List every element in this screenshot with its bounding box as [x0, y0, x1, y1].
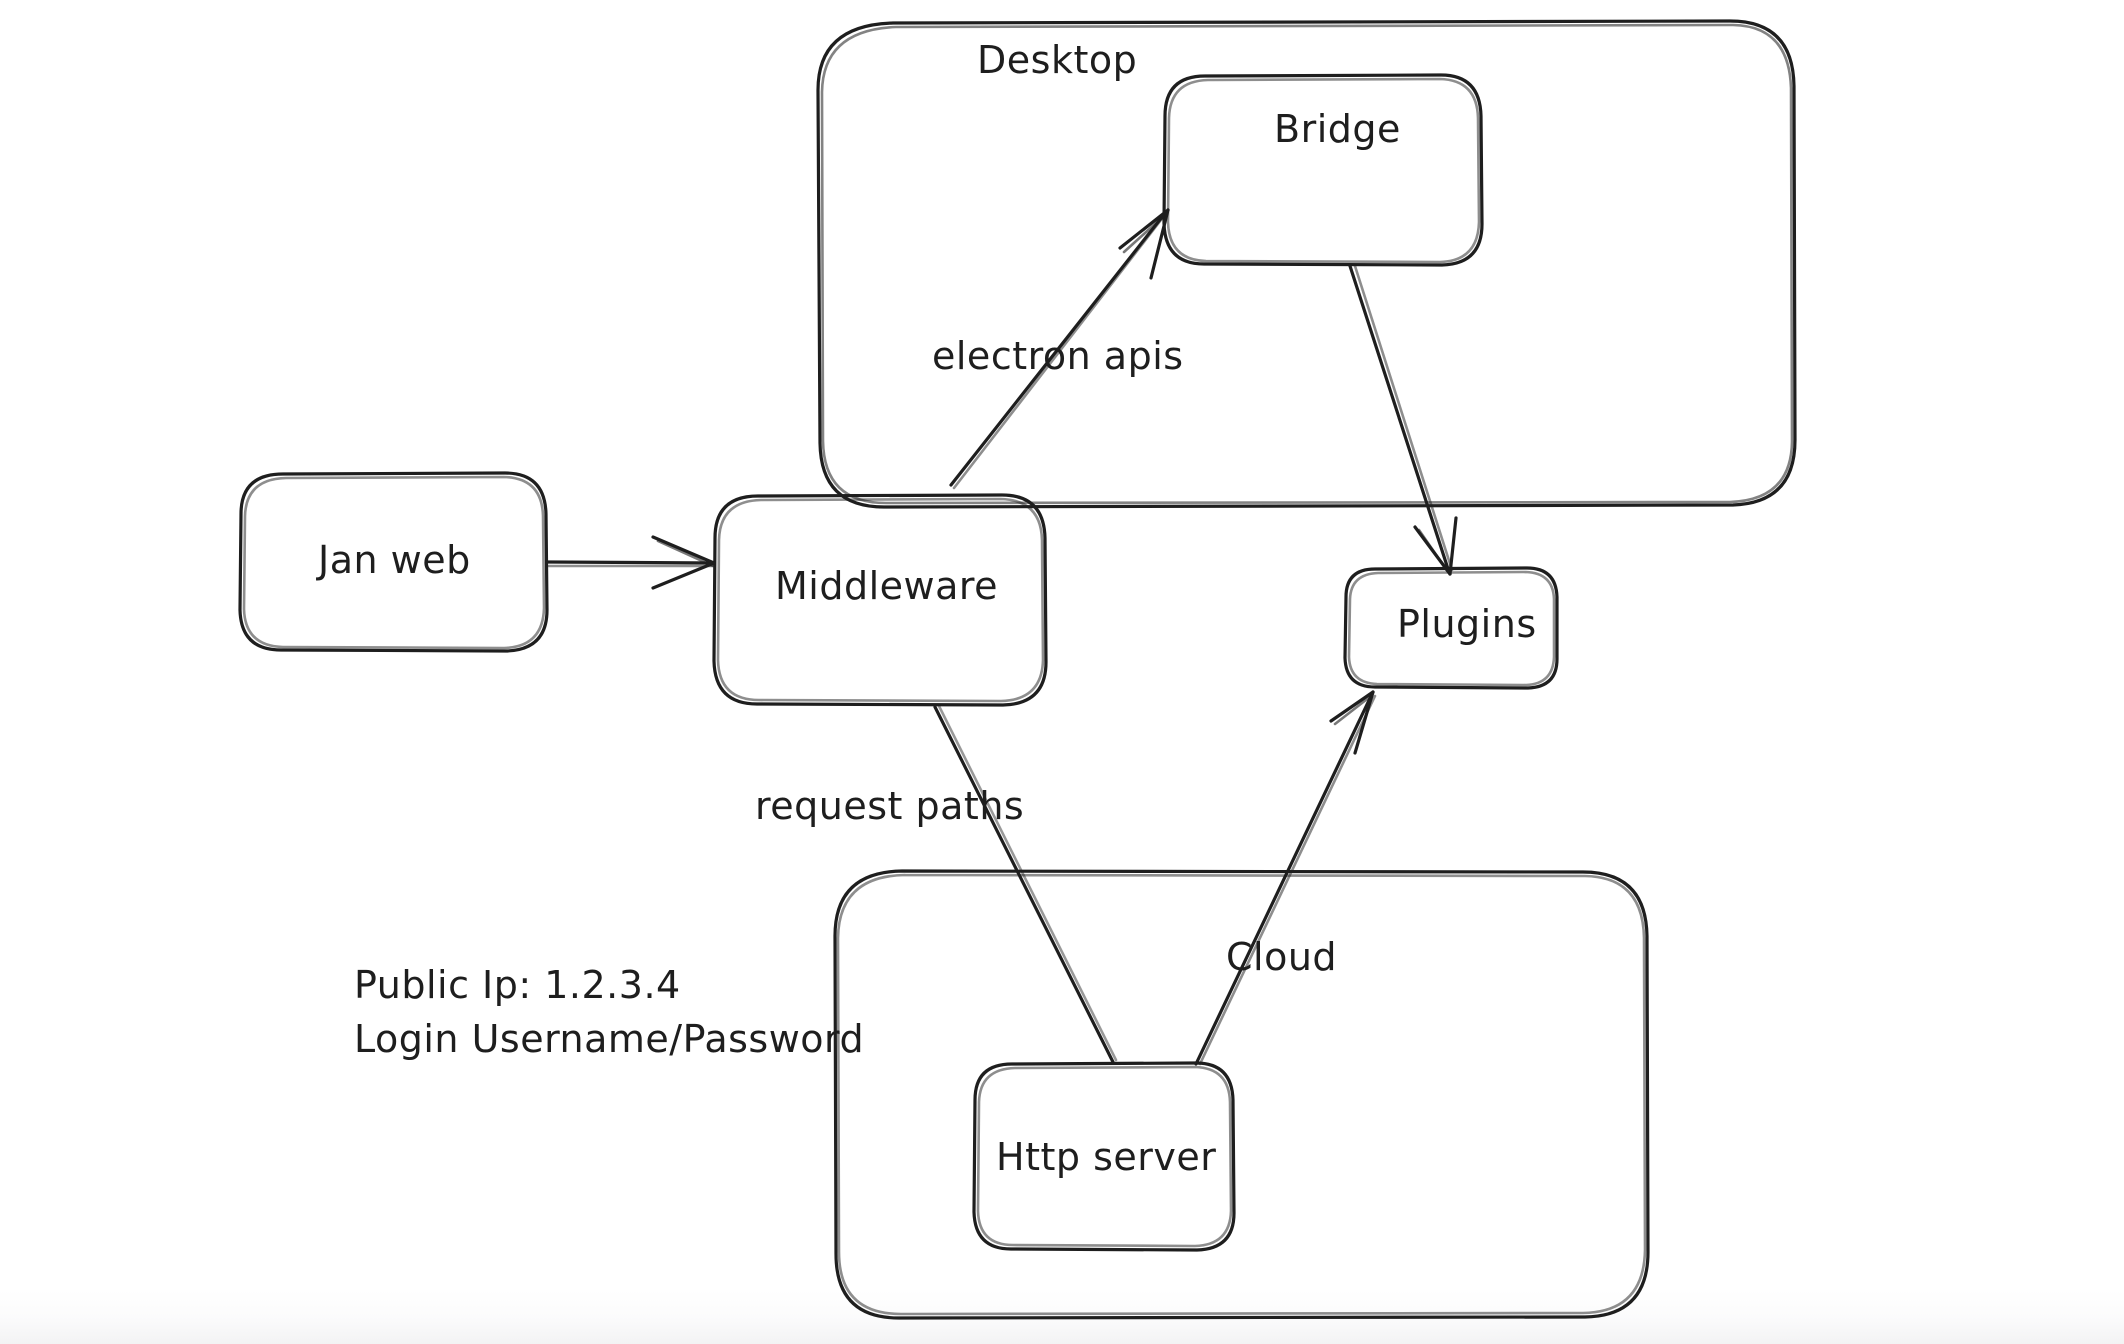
node-label-jan-web: Jan web	[318, 538, 471, 582]
node-label-plugins: Plugins	[1397, 602, 1537, 646]
group-label-desktop: Desktop	[977, 38, 1138, 82]
note-login-credentials: Login Username/Password	[354, 1017, 865, 1061]
edge-label-electron-apis: electron apis	[932, 334, 1184, 378]
edge-http-server-to-plugins	[1194, 690, 1377, 1066]
node-http-server-outline[interactable]	[972, 1061, 1236, 1252]
node-plugins-outline[interactable]	[1343, 566, 1559, 690]
edge-label-cloud: Cloud	[1226, 935, 1338, 979]
node-label-bridge: Bridge	[1274, 107, 1401, 151]
node-label-middleware: Middleware	[775, 564, 999, 608]
note-public-ip: Public Ip: 1.2.3.4	[354, 963, 681, 1007]
group-cloud-outline	[833, 869, 1650, 1320]
node-jan-web-outline[interactable]	[238, 471, 549, 653]
node-bridge-outline[interactable]	[1162, 73, 1484, 267]
node-label-http-server: Http server	[996, 1135, 1217, 1179]
group-desktop-outline	[816, 19, 1797, 509]
edge-middleware-to-bridge	[949, 208, 1170, 490]
edge-label-request-paths: request paths	[755, 784, 1025, 828]
node-middleware-outline[interactable]	[712, 493, 1048, 707]
edge-bridge-to-plugins	[1348, 264, 1458, 576]
edge-middleware-to-http-server	[933, 704, 1118, 1064]
edge-jan-web-to-middleware	[546, 535, 716, 590]
